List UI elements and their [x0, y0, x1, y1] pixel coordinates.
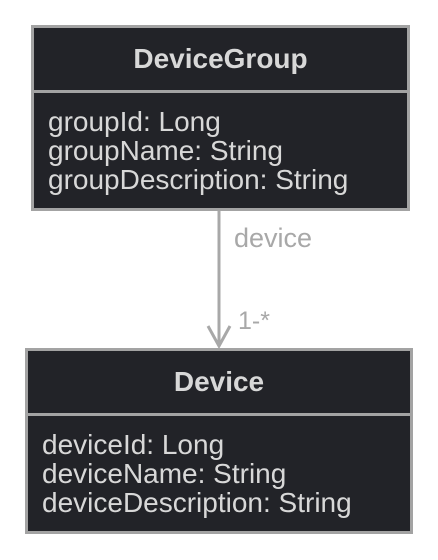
multiplicity-label: 1-* — [238, 307, 270, 335]
class-attributes-device: deviceId: Long deviceName: String device… — [28, 416, 410, 517]
association-arrowhead — [206, 325, 232, 350]
attribute-group-name: groupName: String — [48, 135, 284, 166]
association-label: device — [234, 223, 313, 253]
class-box-devicegroup[interactable]: DeviceGroup groupId: Long groupName: Str… — [31, 25, 410, 211]
class-attributes-devicegroup: groupId: Long groupName: String groupDes… — [34, 93, 407, 194]
attribute-group-id: groupId: Long — [48, 106, 221, 137]
attribute-device-id: deviceId: Long — [42, 429, 225, 460]
attribute-device-name: deviceName: String — [42, 458, 287, 489]
class-box-device[interactable]: Device deviceId: Long deviceName: String… — [25, 348, 413, 534]
class-name-device: Device — [28, 351, 410, 416]
attribute-device-description: deviceDescription: String — [42, 487, 352, 518]
class-name-devicegroup: DeviceGroup — [34, 28, 407, 93]
attribute-group-description: groupDescription: String — [48, 164, 349, 195]
